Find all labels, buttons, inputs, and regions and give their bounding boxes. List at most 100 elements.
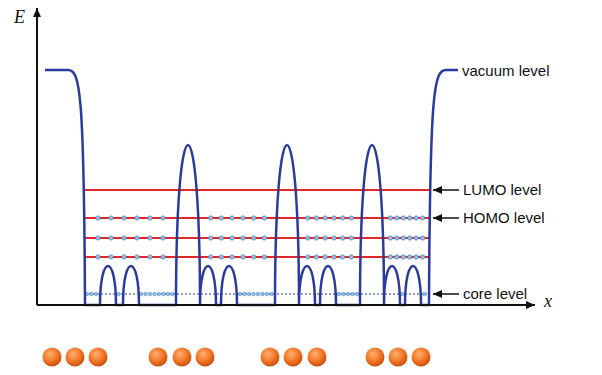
electron	[135, 236, 139, 240]
electron	[420, 236, 424, 240]
electron	[332, 216, 336, 220]
core-electron	[162, 292, 166, 296]
electron	[395, 236, 399, 240]
level-label: core level	[463, 286, 527, 301]
atom	[412, 348, 431, 367]
electron	[408, 255, 412, 259]
electron	[349, 255, 353, 259]
electron	[340, 255, 344, 259]
leader-arrow	[433, 293, 459, 295]
electron	[122, 236, 126, 240]
core-electron	[153, 292, 157, 296]
electron	[388, 216, 392, 220]
electron	[148, 255, 152, 259]
electron	[306, 216, 310, 220]
electron	[96, 216, 100, 220]
position-axis	[37, 304, 535, 306]
electron	[314, 236, 318, 240]
electron	[135, 216, 139, 220]
electron	[401, 255, 405, 259]
electron	[241, 236, 245, 240]
energy-level	[85, 189, 429, 191]
electron	[219, 255, 223, 259]
core-electron	[117, 292, 121, 296]
electron	[388, 255, 392, 259]
axis-label: E	[14, 8, 25, 26]
electron	[395, 216, 399, 220]
electron	[230, 216, 234, 220]
electron	[230, 255, 234, 259]
electrons	[85, 216, 426, 296]
electron	[388, 236, 392, 240]
electron	[219, 236, 223, 240]
atom	[89, 348, 108, 367]
core-electron	[148, 292, 152, 296]
potential-curve	[45, 70, 458, 305]
atom	[308, 348, 327, 367]
electron	[122, 216, 126, 220]
electron	[148, 236, 152, 240]
electron	[314, 255, 318, 259]
electron	[408, 216, 412, 220]
electron	[161, 236, 165, 240]
electron	[251, 236, 255, 240]
electron	[230, 236, 234, 240]
core-electron	[171, 292, 175, 296]
core-electron	[423, 292, 427, 296]
atom	[149, 348, 168, 367]
electron	[262, 255, 266, 259]
core-electron	[238, 292, 242, 296]
electron	[109, 216, 113, 220]
electron	[209, 236, 213, 240]
electron	[251, 255, 255, 259]
core-electron	[261, 292, 265, 296]
electron	[420, 255, 424, 259]
atoms	[43, 348, 431, 367]
electron	[135, 255, 139, 259]
core-electron	[252, 292, 256, 296]
electron	[332, 236, 336, 240]
electron	[349, 236, 353, 240]
atom	[366, 348, 385, 367]
level-label: HOMO level	[463, 210, 545, 225]
electron	[219, 216, 223, 220]
core-electron	[94, 292, 98, 296]
axis-label: x	[544, 292, 552, 310]
electron	[241, 255, 245, 259]
electron	[314, 216, 318, 220]
electron	[306, 236, 310, 240]
electron	[96, 236, 100, 240]
atom	[389, 348, 408, 367]
core-electron	[157, 292, 161, 296]
electron	[340, 236, 344, 240]
energy-axis	[36, 8, 38, 305]
electron	[109, 236, 113, 240]
electron	[262, 236, 266, 240]
core-electron	[144, 292, 148, 296]
atom	[284, 348, 303, 367]
core-electron	[243, 292, 247, 296]
core-electron	[265, 292, 269, 296]
electron	[414, 236, 418, 240]
electron	[262, 216, 266, 220]
atom	[261, 348, 280, 367]
electron	[332, 255, 336, 259]
level-label: vacuum level	[462, 63, 550, 78]
electron	[323, 236, 327, 240]
electron	[340, 216, 344, 220]
electron	[323, 255, 327, 259]
electron	[209, 255, 213, 259]
electron	[395, 255, 399, 259]
electron	[109, 255, 113, 259]
leader-arrow	[433, 217, 459, 219]
electron	[401, 236, 405, 240]
electron	[401, 216, 405, 220]
atom	[43, 348, 62, 367]
electron	[349, 216, 353, 220]
core-electron	[270, 292, 274, 296]
core-electron	[351, 292, 355, 296]
electron	[161, 216, 165, 220]
core-electron	[90, 292, 94, 296]
core-electron	[346, 292, 350, 296]
